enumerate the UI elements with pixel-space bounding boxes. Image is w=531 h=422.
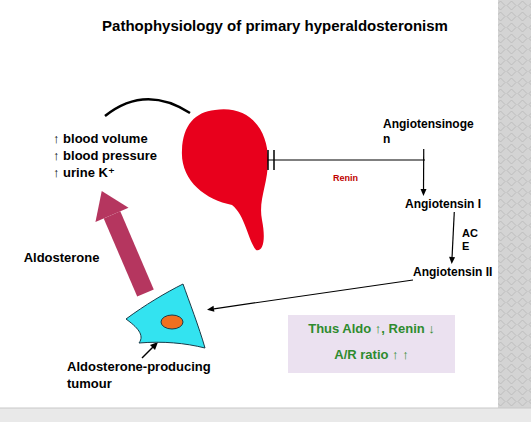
arrow-shaft: [104, 211, 154, 296]
arrow-head: [449, 257, 455, 264]
line-label: Renin: [333, 173, 358, 183]
arrow-line: [452, 212, 454, 257]
arrow-head: [207, 306, 214, 312]
node-text: ↑ blood volume: [53, 131, 148, 146]
slide-title: Pathophysiology of primary hyperaldoster…: [80, 17, 470, 34]
node-text: Angiotensinogen: [383, 117, 480, 147]
inhibit-bar: [267, 150, 269, 170]
node-text: Thus Aldo ↑, Renin ↓: [288, 321, 455, 337]
edge-label: Aldosterone: [24, 250, 100, 265]
tumour-cell: Aldosterone-producing tumour: [125, 283, 207, 350]
pathway-step: Angiotensin II: [413, 264, 501, 280]
flow-arrow: [421, 149, 427, 196]
conclusion-box: Thus Aldo ↑, Renin ↓ A/R ratio ↑ ↑: [288, 315, 455, 373]
bottom-band: [0, 408, 531, 422]
arrow-line: [214, 280, 413, 309]
tumour-outline: [125, 283, 207, 350]
arrow-head: [95, 191, 128, 222]
node-text: A/R ratio ↑ ↑: [288, 347, 455, 363]
hormone-arrow: [95, 191, 153, 297]
arc-line: [105, 99, 190, 116]
inhibit-bar: [273, 150, 275, 170]
kidney-shape: [182, 109, 268, 250]
edge-label: ACE: [462, 227, 480, 253]
arrow-line: [423, 149, 424, 189]
node-text: ↑ urine K⁺: [53, 165, 115, 180]
node-text: Angiotensin II: [413, 264, 501, 280]
renin-line: [268, 159, 425, 160]
side-strip: [498, 0, 531, 408]
node-text: Angiotensin I: [405, 196, 493, 212]
tumour-nucleus: [161, 315, 183, 329]
effect-list: ↑ blood volume ↑ blood pressure ↑ urine K⁺: [53, 131, 178, 191]
flow-arrow: [207, 280, 413, 312]
flow-arrow: [449, 212, 455, 264]
node-text: ↑ blood pressure: [53, 148, 157, 163]
band-rule: [0, 408, 531, 409]
leader-head: [150, 342, 158, 350]
node-text: Aldosterone-producing tumour: [67, 358, 242, 392]
pathway-step: Angiotensin I: [405, 196, 493, 212]
leader-line: [142, 346, 154, 358]
pathway-step: Angiotensinogen: [383, 117, 480, 149]
arrow-head: [421, 189, 427, 196]
tumour-body: [126, 284, 205, 348]
